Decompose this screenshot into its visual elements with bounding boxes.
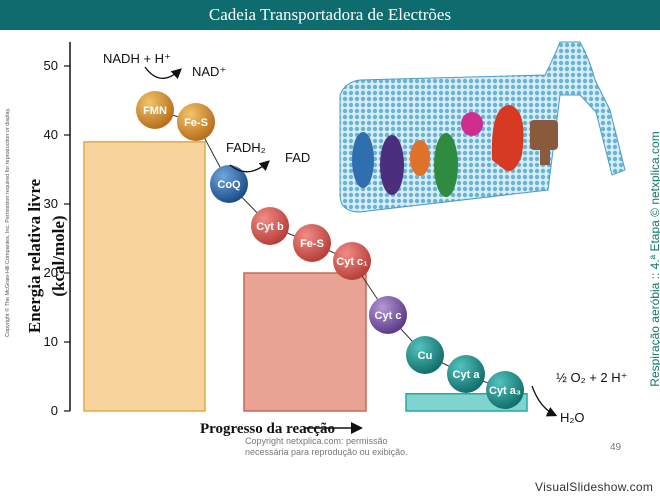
carrier: Fe-S	[293, 224, 331, 262]
carrier-label: FMN	[143, 105, 167, 117]
carrier-label: Cyt c	[375, 310, 402, 322]
fadh2-arrow	[229, 160, 270, 173]
y-tick-label: 50	[44, 58, 58, 73]
carrier: Cyt b	[251, 207, 289, 245]
carrier-label: Cu	[418, 350, 433, 362]
carrier-circle	[447, 355, 485, 393]
carrier-circle	[177, 103, 215, 141]
carrier-label: Cyt a₃	[489, 385, 521, 397]
carrier-circle	[136, 91, 174, 129]
footnote-line-1: Copyright netxplica.com: permissão	[245, 436, 388, 446]
carrier: CoQ	[210, 165, 248, 203]
carrier-label: Cyt b	[256, 221, 284, 233]
carrier: Cyt a	[447, 355, 485, 393]
footnote-line-2: necessária para reprodução ou exibição.	[245, 447, 408, 457]
nadh-label: NADH + H⁺	[103, 51, 171, 66]
carrier: Cu	[406, 336, 444, 374]
y-tick-label: 20	[44, 265, 58, 280]
fad-label: FAD	[285, 150, 310, 165]
page-number: 49	[610, 442, 622, 453]
carrier: Cyt a₃	[486, 371, 524, 409]
carrier-label: Cyt a	[453, 369, 481, 381]
carrier-label: Cyt c₁	[336, 256, 368, 268]
fadh2-label: FADH₂	[226, 140, 266, 155]
nad-label: NAD⁺	[192, 64, 226, 79]
carrier-circle	[406, 336, 444, 374]
y-tick-label: 30	[44, 196, 58, 211]
nadh-arrow	[144, 66, 182, 80]
carrier-label: CoQ	[217, 179, 241, 191]
carrier-circle	[369, 296, 407, 334]
carrier-circle	[251, 207, 289, 245]
carrier-label: Fe-S	[300, 238, 324, 250]
water-label: H₂O	[560, 410, 585, 425]
oxygen-label: ½ O₂ + 2 H⁺	[556, 370, 628, 385]
carrier-circle	[486, 371, 524, 409]
energy-bar	[243, 272, 367, 412]
energy-bar	[83, 141, 206, 412]
slide-title: Cadeia Transportadora de Electrões	[0, 0, 660, 30]
y-ticks: 0 10 20 30 40 50	[44, 58, 70, 418]
carrier-circle	[333, 242, 371, 280]
x-axis-label: Progresso da reacção	[200, 421, 335, 437]
oxygen-arrow	[531, 385, 558, 417]
carrier: Cyt c₁	[333, 242, 371, 280]
carrier-circle	[210, 165, 248, 203]
footnote: Copyright netxplica.com: permissão neces…	[245, 436, 445, 458]
carrier-label: Fe-S	[184, 117, 208, 129]
carrier: FMN	[136, 91, 174, 129]
carrier: Fe-S	[177, 103, 215, 141]
y-tick-label: 10	[44, 334, 58, 349]
carrier: Cyt c	[369, 296, 407, 334]
y-tick-label: 0	[51, 403, 58, 418]
membrane-illustration	[339, 41, 626, 213]
carrier-circle	[293, 224, 331, 262]
watermark: VisualSlideshow.com	[535, 480, 654, 494]
y-tick-label: 40	[44, 127, 58, 142]
